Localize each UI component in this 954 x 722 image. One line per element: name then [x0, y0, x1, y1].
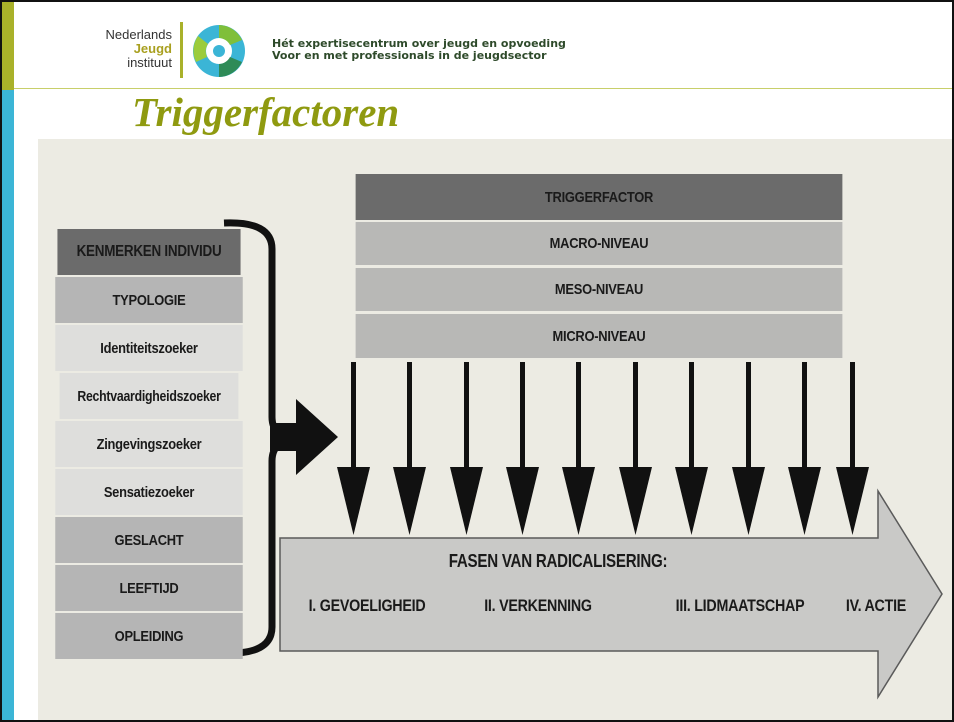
down-arrow — [732, 362, 765, 535]
logo-icon — [193, 25, 245, 77]
kenmerken-item: TYPOLOGIE — [55, 277, 243, 323]
header-divider — [14, 88, 952, 89]
accent-bar-bottom — [2, 90, 14, 720]
diagram-panel: KENMERKEN INDIVIDU TYPOLOGIE Identiteits… — [38, 139, 952, 720]
logo-wordmark: Nederlands Jeugd instituut — [76, 27, 173, 70]
kenmerken-header: KENMERKEN INDIVIDU — [57, 229, 241, 275]
accent-bar-top — [2, 2, 14, 90]
down-arrow — [337, 362, 370, 535]
phase-arrow-title: FASEN VAN RADICALISERING: — [448, 550, 668, 571]
down-arrow — [836, 362, 869, 535]
down-arrow — [675, 362, 708, 535]
kenmerken-item: Rechtvaardigheidszoeker — [59, 373, 239, 419]
triggerfactor-level: MESO-NIVEAU — [355, 268, 843, 311]
down-arrow — [562, 362, 595, 535]
logo-line-3: instituut — [127, 55, 172, 70]
down-arrow — [393, 362, 426, 535]
kenmerken-item: OPLEIDING — [55, 613, 243, 659]
kenmerken-item: GESLACHT — [55, 517, 243, 563]
triggerfactor-header: TRIGGERFACTOR — [355, 174, 843, 220]
phase-label: II. VERKENNING — [484, 596, 592, 615]
tagline-line-1: Hét expertisecentrum over jeugd en opvoe… — [272, 37, 566, 50]
phase-label: III. LIDMAATSCHAP — [675, 596, 805, 615]
phase-label: IV. ACTIE — [845, 596, 907, 615]
kenmerken-item: Sensatiezoeker — [55, 469, 243, 515]
down-arrows — [337, 362, 869, 535]
logo-line-1: Nederlands — [105, 27, 173, 42]
tagline-line-2: Voor en met professionals in de jeugdsec… — [272, 49, 547, 62]
down-arrow — [506, 362, 539, 535]
down-arrow — [788, 362, 821, 535]
slide-title: Triggerfactoren — [132, 89, 400, 135]
tagline: Hét expertisecentrum over jeugd en opvoe… — [272, 38, 566, 62]
phase-arrow-shape — [279, 488, 943, 700]
logo-line-2: Jeugd — [133, 41, 172, 56]
diagram-graphics — [223, 219, 943, 700]
down-arrow — [619, 362, 652, 535]
kenmerken-item: Identiteitszoeker — [55, 325, 243, 371]
kenmerken-item: Zingevingszoeker — [55, 421, 243, 467]
triggerfactor-level: MACRO-NIVEAU — [355, 222, 843, 265]
logo-separator — [180, 22, 183, 78]
triggerfactor-level: MICRO-NIVEAU — [355, 314, 843, 358]
down-arrow — [450, 362, 483, 535]
kenmerken-item: LEEFTIJD — [55, 565, 243, 611]
phase-label: I. GEVOELIGHEID — [308, 596, 426, 615]
bracket-arrow-shape — [270, 399, 338, 475]
